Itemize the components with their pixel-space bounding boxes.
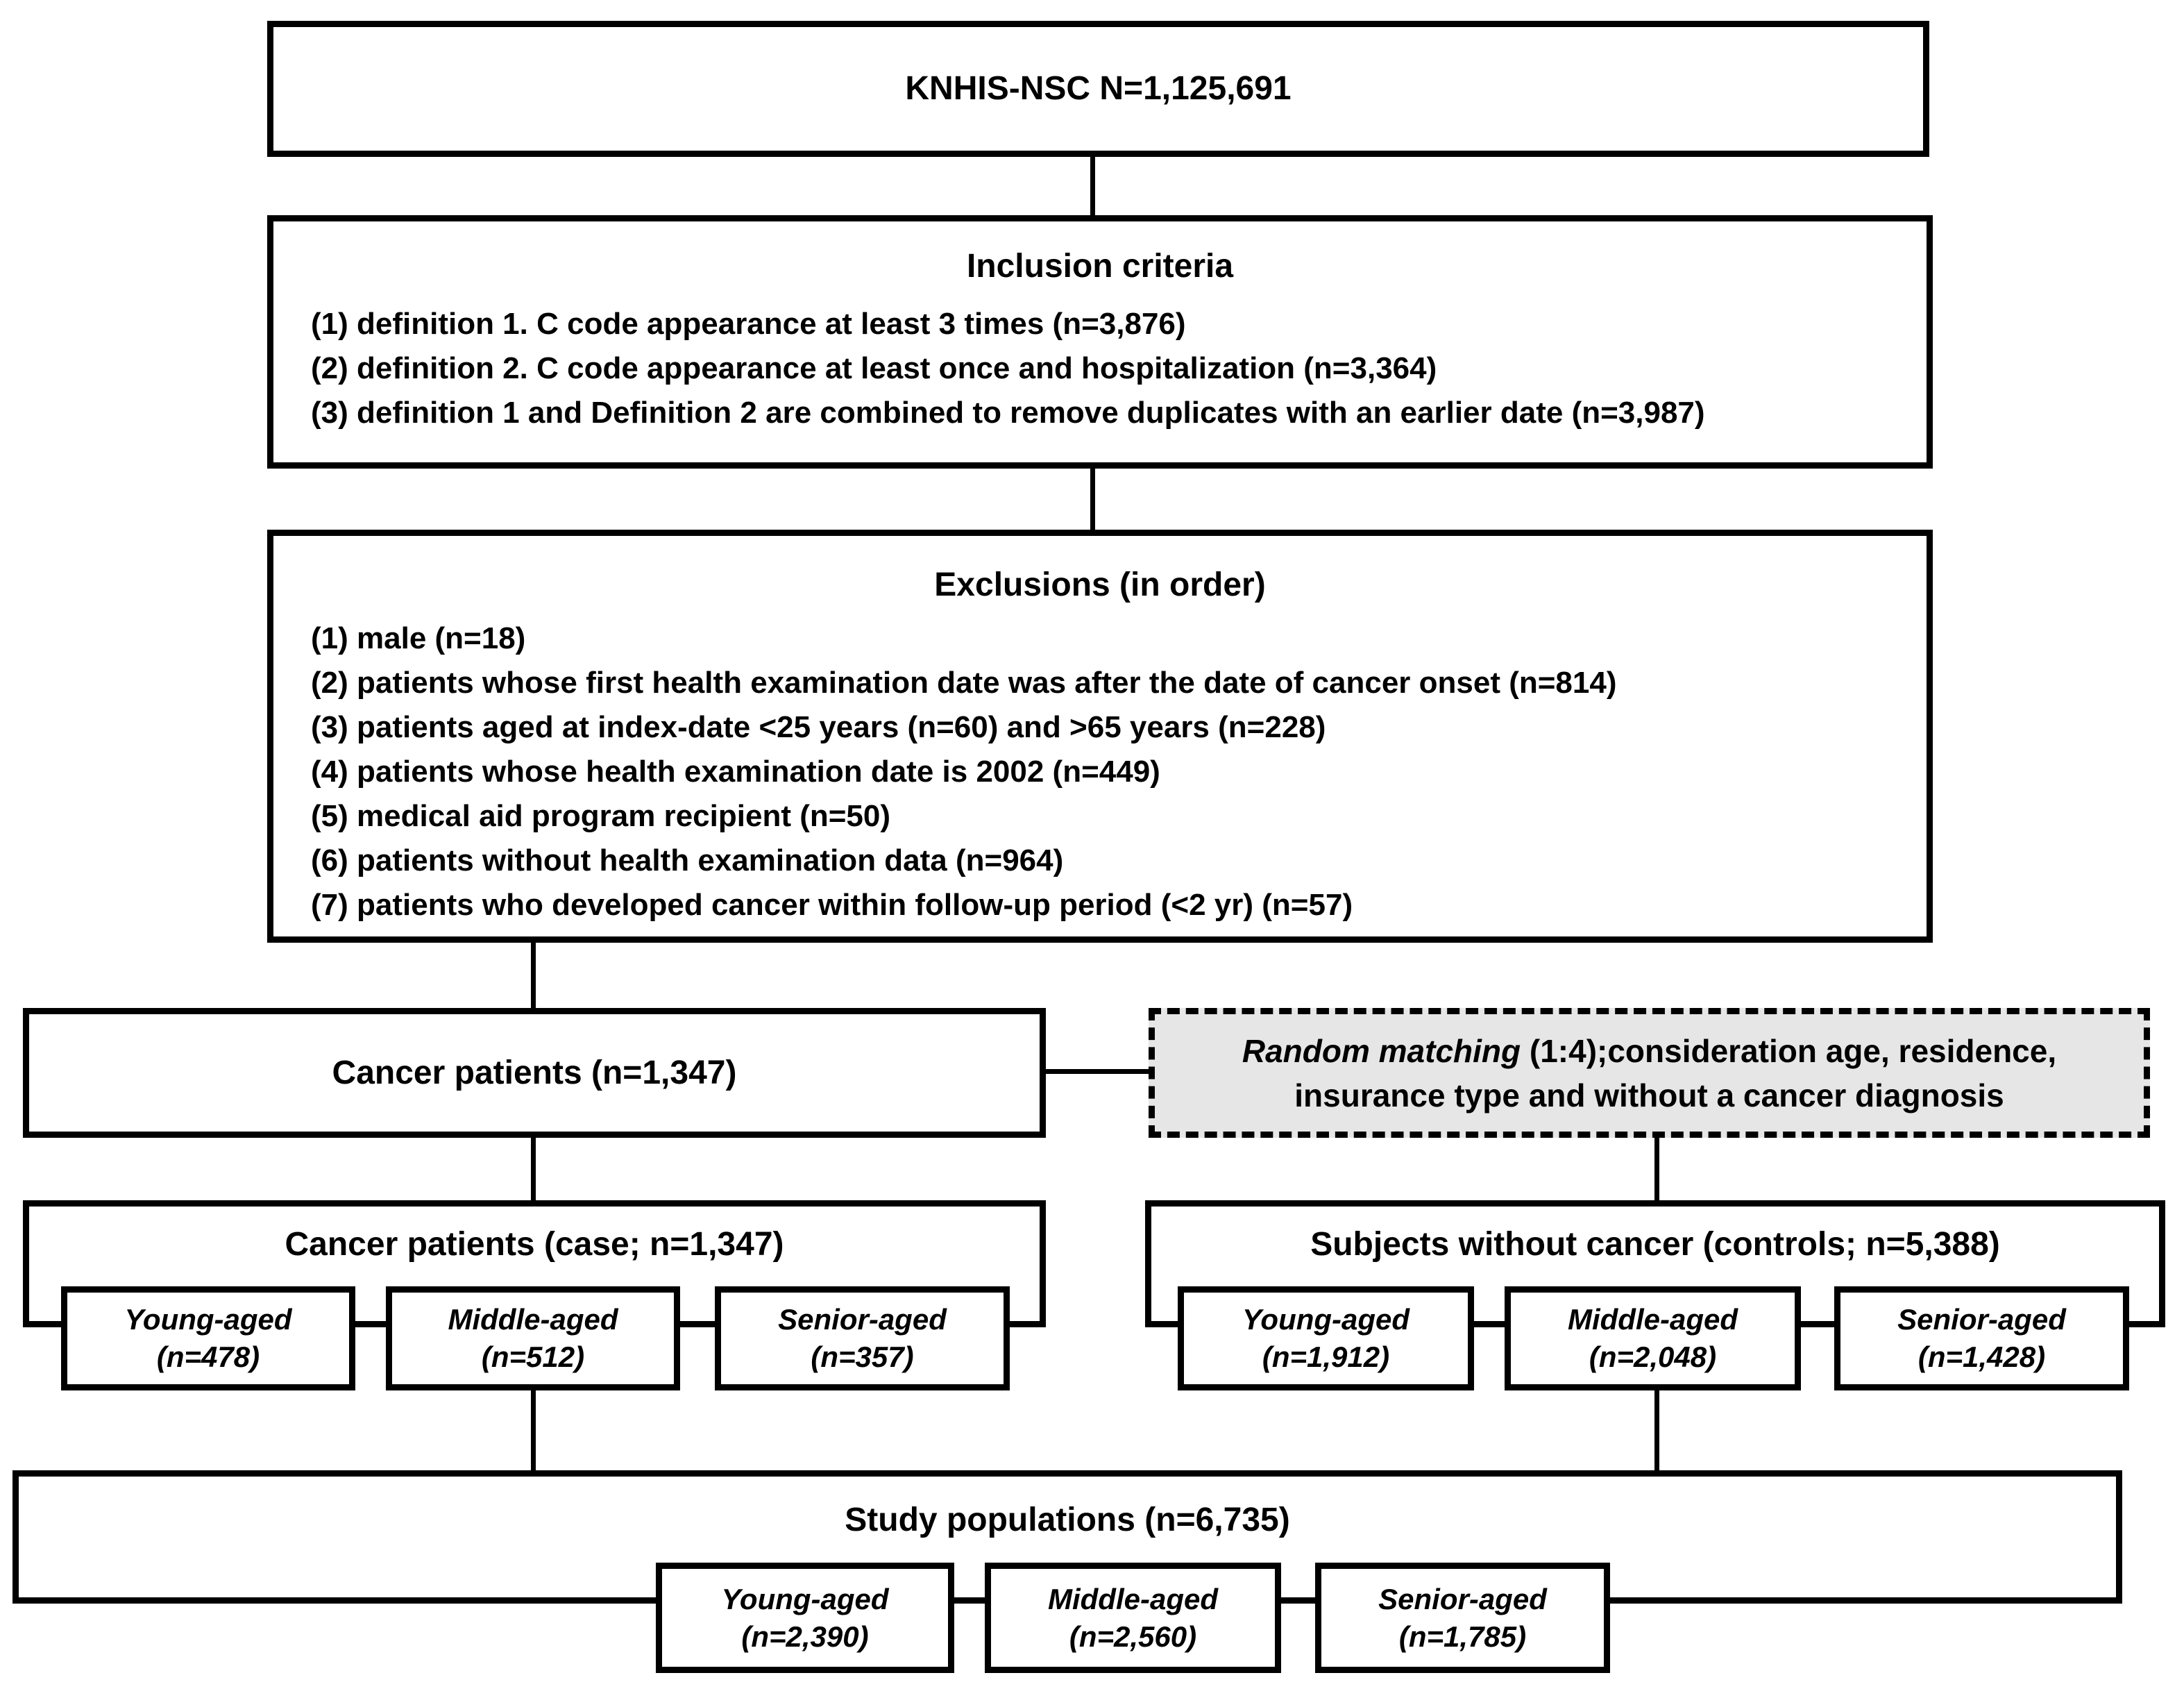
controls-middle-n: (n=2,048) — [1589, 1340, 1717, 1373]
inclusion-item: (3) definition 1 and Definition 2 are co… — [311, 396, 1705, 430]
connector-exclusions-to-cancer-patients — [531, 940, 536, 1011]
random-matching-line1: Random matching (1:4);consideration age,… — [1242, 1029, 2056, 1073]
study-middle-n: (n=2,560) — [1069, 1620, 1197, 1653]
controls-young-aged-box: Young-aged (n=1,912) — [1178, 1286, 1474, 1390]
study-middle-aged-box: Middle-aged (n=2,560) — [985, 1563, 1281, 1673]
exclusions-title: Exclusions (in order) — [934, 566, 1266, 603]
source-title: KNHIS-NSC N=1,125,691 — [905, 70, 1292, 107]
exclusions-items: (1) male (n=18) (2) patients whose first… — [273, 616, 1927, 927]
random-matching-box: Random matching (1:4);consideration age,… — [1149, 1008, 2150, 1138]
random-matching-line2: insurance type and without a cancer diag… — [1294, 1077, 2004, 1113]
study-senior-label: Senior-aged — [1378, 1582, 1547, 1615]
case-middle-n: (n=512) — [481, 1340, 585, 1373]
study-populations-title: Study populations (n=6,735) — [845, 1502, 1290, 1538]
random-matching-italic-text: Random matching — [1242, 1032, 1521, 1069]
connector-random-matching-to-controls — [1654, 1135, 1659, 1203]
case-middle-label: Middle-aged — [448, 1303, 618, 1336]
exclusions-item: (5) medical aid program recipient (n=50) — [311, 799, 891, 833]
controls-young-n: (n=1,912) — [1262, 1340, 1390, 1373]
controls-senior-label: Senior-aged — [1897, 1303, 2066, 1336]
connector-source-to-inclusion — [1090, 157, 1095, 218]
inclusion-item: (2) definition 2. C code appearance at l… — [311, 351, 1437, 385]
controls-title: Subjects without cancer (controls; n=5,3… — [1310, 1226, 2000, 1263]
inclusion-item: (1) definition 1. C code appearance at l… — [311, 307, 1186, 341]
case-young-n: (n=478) — [156, 1340, 260, 1373]
case-senior-label: Senior-aged — [778, 1303, 947, 1336]
study-young-label: Young-aged — [721, 1582, 889, 1615]
controls-senior-aged-box: Senior-aged (n=1,428) — [1834, 1286, 2129, 1390]
connector-cancer-patients-to-case — [531, 1135, 536, 1203]
exclusions-box: Exclusions (in order) (1) male (n=18) (2… — [267, 530, 1933, 943]
controls-middle-aged-box: Middle-aged (n=2,048) — [1505, 1286, 1801, 1390]
exclusions-item: (6) patients without health examination … — [311, 843, 1064, 877]
connector-inclusion-to-exclusions — [1090, 466, 1095, 532]
cancer-patients-title: Cancer patients (n=1,347) — [332, 1054, 737, 1091]
controls-young-label: Young-aged — [1242, 1303, 1410, 1336]
source-box: KNHIS-NSC N=1,125,691 — [267, 21, 1929, 157]
controls-senior-n: (n=1,428) — [1918, 1340, 2046, 1373]
study-senior-n: (n=1,785) — [1398, 1620, 1527, 1653]
connector-controls-to-study — [1654, 1388, 1659, 1473]
controls-middle-label: Middle-aged — [1567, 1303, 1738, 1336]
exclusions-item: (3) patients aged at index-date <25 year… — [311, 710, 1326, 744]
inclusion-box: Inclusion criteria (1) definition 1. C c… — [267, 215, 1933, 469]
study-young-n: (n=2,390) — [741, 1620, 869, 1653]
exclusions-item: (7) patients who developed cancer within… — [311, 888, 1353, 922]
exclusions-item: (1) male (n=18) — [311, 621, 526, 655]
case-title: Cancer patients (case; n=1,347) — [285, 1226, 784, 1263]
exclusions-item: (4) patients whose health examination da… — [311, 755, 1160, 789]
case-senior-n: (n=357) — [811, 1340, 914, 1373]
study-senior-aged-box: Senior-aged (n=1,785) — [1315, 1563, 1610, 1673]
inclusion-title: Inclusion criteria — [966, 248, 1234, 285]
cancer-patients-box: Cancer patients (n=1,347) — [23, 1008, 1046, 1138]
study-middle-label: Middle-aged — [1047, 1582, 1218, 1615]
case-senior-aged-box: Senior-aged (n=357) — [715, 1286, 1010, 1390]
case-middle-aged-box: Middle-aged (n=512) — [386, 1286, 680, 1390]
case-young-label: Young-aged — [124, 1303, 292, 1336]
random-matching-line1-rest: (1:4);consideration age, residence, — [1521, 1032, 2057, 1069]
connector-case-to-study — [531, 1388, 536, 1473]
exclusions-item: (2) patients whose first health examinat… — [311, 666, 1617, 700]
connector-cancer-patients-to-random-matching — [1043, 1069, 1151, 1074]
study-young-aged-box: Young-aged (n=2,390) — [656, 1563, 954, 1673]
inclusion-items: (1) definition 1. C code appearance at l… — [273, 302, 1927, 435]
case-young-aged-box: Young-aged (n=478) — [61, 1286, 355, 1390]
